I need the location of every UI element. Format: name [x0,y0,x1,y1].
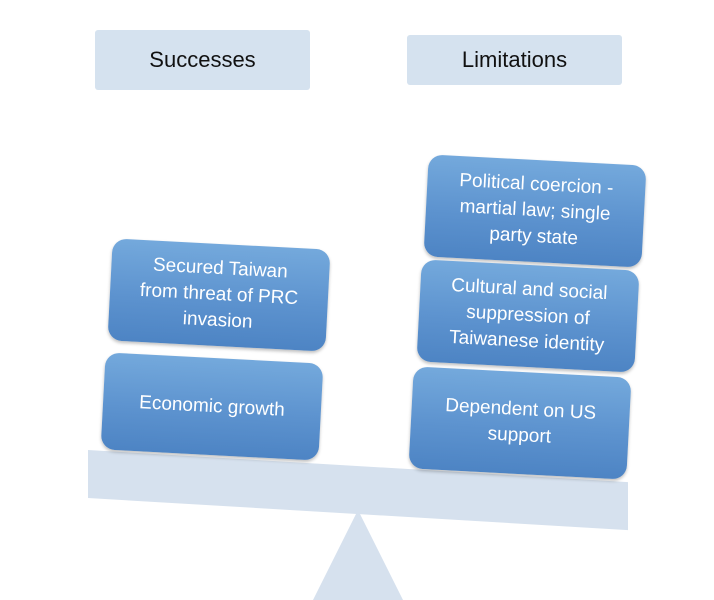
limitations-header-label: Limitations [461,47,568,72]
balance-fulcrum [313,510,403,600]
limitation-block-us-dependence: Dependent on US support [408,366,632,480]
successes-header: Successes [95,30,310,90]
limitations-header: Limitations [407,35,622,85]
limitation-block-cultural-suppression: Cultural and social suppression of Taiwa… [416,259,640,373]
success-block-security: Secured Taiwan from threat of PRC invasi… [107,238,331,352]
limitation-block-political-coercion: Political coercion - martial law; single… [423,154,647,268]
success-block-economic-growth: Economic growth [100,352,324,461]
successes-header-label: Successes [149,47,256,72]
